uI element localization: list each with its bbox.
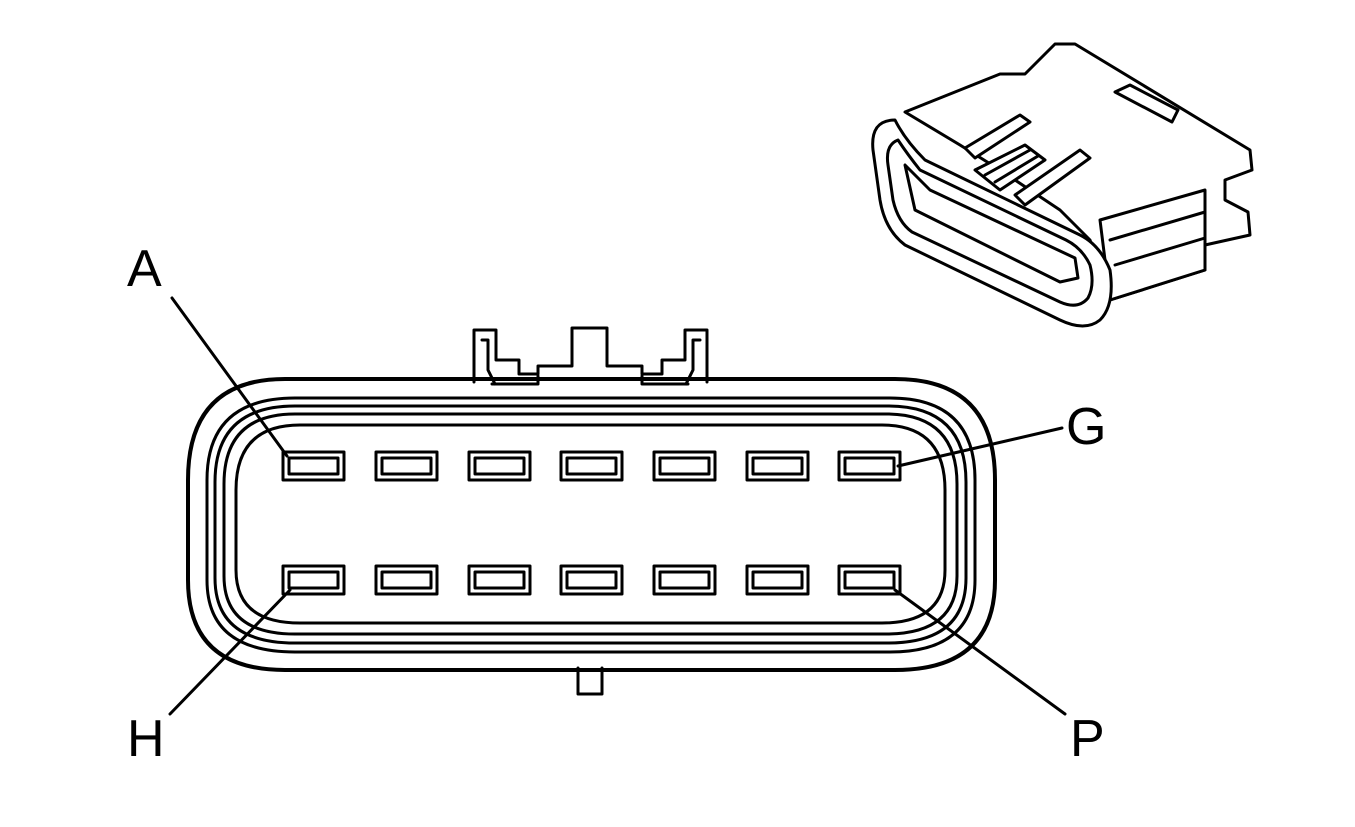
housing-inner-face xyxy=(234,423,947,625)
perspective-latch-stripe xyxy=(983,148,1032,177)
connector-perspective-view xyxy=(871,42,1254,328)
terminal-row-top xyxy=(281,450,902,482)
terminal-cavity xyxy=(837,564,902,596)
terminal-cavity xyxy=(837,450,902,482)
terminal-cavity xyxy=(652,450,717,482)
perspective-top-notch xyxy=(1113,83,1180,124)
housing-seal-3 xyxy=(222,412,959,636)
terminal-cavity xyxy=(745,450,810,482)
pin-label-a: A xyxy=(127,240,162,298)
terminal-cavity xyxy=(652,564,717,596)
terminal-cavity xyxy=(374,450,439,482)
perspective-latch-rail-right xyxy=(1013,148,1092,207)
housing-outer xyxy=(186,377,997,672)
terminal-row-bottom xyxy=(281,564,902,596)
pin-label-p: P xyxy=(1070,710,1105,768)
perspective-front-cavity xyxy=(903,163,1080,284)
leader-line-p xyxy=(893,588,1067,716)
top-latch-inner xyxy=(480,338,702,386)
perspective-side-edge-2 xyxy=(1113,236,1207,267)
terminal-cavity xyxy=(374,564,439,596)
housing-seal-2 xyxy=(213,404,968,645)
perspective-latch-center xyxy=(973,143,1047,192)
perspective-latch-stripe-2 xyxy=(993,154,1040,184)
terminal-cavity xyxy=(281,564,346,596)
pin-label-g: G xyxy=(1066,398,1106,456)
terminal-cavity xyxy=(467,564,532,596)
terminal-cavity xyxy=(559,450,624,482)
leader-line-g xyxy=(896,426,1064,468)
terminal-cavity xyxy=(281,450,346,482)
connector-front-view xyxy=(168,296,1067,716)
bottom-key xyxy=(576,666,604,696)
terminal-cavity xyxy=(745,564,810,596)
leader-line-h xyxy=(168,588,292,716)
perspective-side-edge xyxy=(1108,210,1207,242)
terminal-cavity xyxy=(467,450,532,482)
perspective-latch-rail-left xyxy=(963,113,1032,160)
top-latch xyxy=(472,326,709,384)
terminal-cavity xyxy=(559,564,624,596)
housing-seal-1 xyxy=(205,396,977,654)
leader-line-a xyxy=(170,296,289,458)
pin-label-h: H xyxy=(127,710,165,768)
